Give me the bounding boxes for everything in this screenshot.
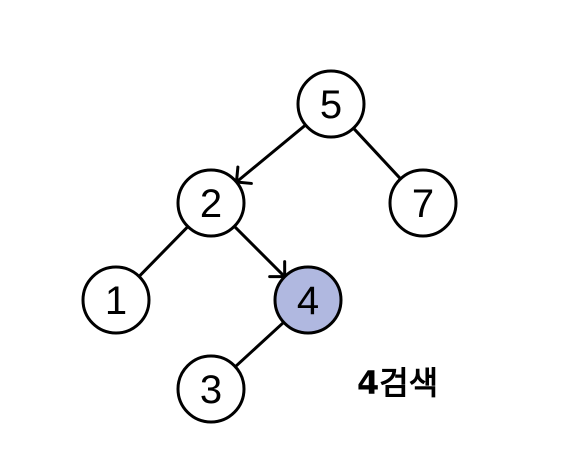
node-circle xyxy=(176,168,246,238)
node-circle xyxy=(176,354,246,424)
tree-node-4: 4 xyxy=(273,265,343,335)
edge-n5-n7 xyxy=(351,126,403,181)
tree-node-5: 5 xyxy=(296,69,366,139)
edge-n2-n4 xyxy=(232,224,287,279)
node-circle xyxy=(81,265,151,335)
nodes-layer: 5 2 7 1 4 3 xyxy=(81,69,458,424)
edge-n5-n2 xyxy=(234,123,308,184)
node-label: 2 xyxy=(200,182,222,226)
node-label: 1 xyxy=(105,279,127,323)
edge-n4-n3 xyxy=(233,320,286,369)
edge-n2-n1 xyxy=(137,225,190,278)
tree-node-7: 7 xyxy=(388,168,458,238)
node-circle xyxy=(296,69,366,139)
node-label: 4 xyxy=(297,279,319,323)
node-label: 3 xyxy=(200,368,222,412)
tree-node-3: 3 xyxy=(176,354,246,424)
node-label: 7 xyxy=(412,182,434,226)
edges-layer xyxy=(137,123,403,369)
search-caption: 4검색 xyxy=(357,364,439,402)
highlighted-node-circle xyxy=(273,265,343,335)
node-label: 5 xyxy=(320,83,342,127)
tree-node-2: 2 xyxy=(176,168,246,238)
node-circle xyxy=(388,168,458,238)
tree-node-1: 1 xyxy=(81,265,151,335)
